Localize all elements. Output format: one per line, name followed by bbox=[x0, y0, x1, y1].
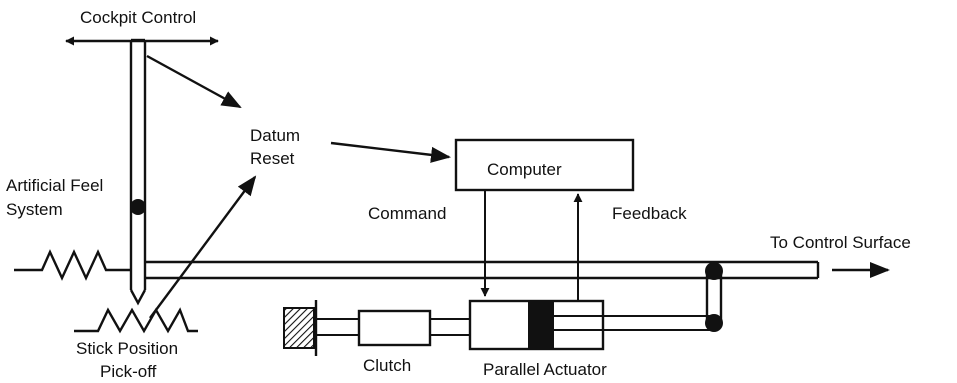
cockpit-control-label: Cockpit Control bbox=[80, 8, 196, 27]
clutch-shaft-left bbox=[316, 318, 359, 336]
datum-reset-label-line1: Datum bbox=[250, 126, 300, 145]
clutch-box bbox=[357, 309, 432, 347]
feedback-label: Feedback bbox=[612, 204, 687, 223]
actuator-piston bbox=[528, 301, 554, 349]
artificial-feel-label-line2: System bbox=[6, 200, 63, 219]
to-control-surface-label: To Control Surface bbox=[770, 233, 911, 252]
stick-pickoff-label-line2: Pick-off bbox=[100, 362, 157, 381]
artificial-feel-label-line1: Artificial Feel bbox=[6, 176, 103, 195]
datum-to-computer-arrow bbox=[330, 141, 451, 163]
command-label: Command bbox=[368, 204, 446, 223]
computer-box bbox=[454, 138, 635, 192]
parallel-actuator-label: Parallel Actuator bbox=[483, 360, 607, 379]
artificial-feel-spring bbox=[14, 249, 131, 281]
clutch-shaft-right bbox=[430, 318, 470, 336]
stick-pickoff-spring bbox=[74, 307, 198, 334]
ground-block bbox=[283, 307, 315, 349]
clutch-label: Clutch bbox=[363, 356, 411, 375]
artificial-feel-pivot bbox=[130, 199, 146, 215]
pickoff-to-datum-arrow bbox=[149, 175, 257, 319]
stick-pickoff-label-line1: Stick Position bbox=[76, 339, 178, 358]
actuator-linkage bbox=[705, 262, 723, 332]
computer-label: Computer bbox=[487, 160, 562, 179]
stick-to-datum-arrow bbox=[146, 54, 242, 109]
cockpit-control-stick bbox=[129, 38, 147, 306]
actuator-output-rod bbox=[554, 315, 714, 331]
datum-reset-label-line2: Reset bbox=[250, 149, 295, 168]
